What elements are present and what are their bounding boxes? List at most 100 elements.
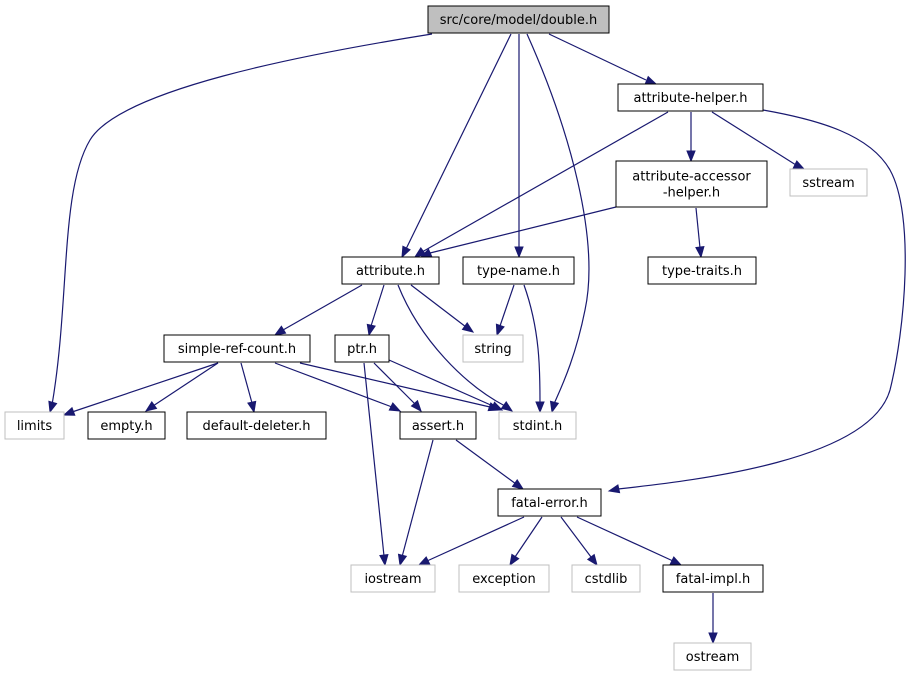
node-box	[186, 411, 327, 440]
edge-line	[523, 284, 541, 404]
edge-arrowhead	[514, 246, 524, 259]
node-box	[163, 334, 311, 363]
node-label: empty.h	[100, 419, 152, 434]
node-double[interactable]: src/core/model/double.h	[427, 5, 610, 34]
node-stdint: stdint.h	[498, 411, 577, 440]
edge-line	[560, 516, 592, 558]
nodes-layer: src/core/model/double.h attribute-helper.…	[4, 5, 868, 671]
node-box	[571, 564, 641, 593]
node-assert[interactable]: assert.h	[399, 411, 477, 440]
edge-arrowhead	[511, 479, 525, 490]
edge-arrowhead	[669, 556, 683, 566]
edge-arrowhead	[247, 400, 257, 414]
node-ptr[interactable]: ptr.h	[334, 334, 390, 363]
edge-double-to-type_name	[514, 34, 524, 259]
edge-line	[152, 362, 219, 407]
edge-arrowhead	[644, 75, 658, 85]
edge-simple_ref-to-assert	[274, 362, 402, 412]
node-label: attribute-helper.h	[633, 91, 747, 106]
edge-line	[299, 362, 491, 408]
node-label: stdint.h	[513, 419, 562, 434]
edge-line	[711, 111, 797, 166]
node-sstream: sstream	[789, 168, 868, 197]
node-cstdlib: cstdlib	[571, 564, 641, 593]
edge-arrowhead	[366, 323, 376, 337]
edge-arrowhead	[461, 322, 475, 333]
edge-type_name-to-string	[495, 284, 515, 337]
edge-attribute-to-ptr	[366, 284, 385, 337]
edge-line	[388, 359, 494, 407]
node-label: fatal-impl.h	[676, 572, 750, 587]
edge-line	[429, 206, 617, 254]
edge-attribute-to-string	[410, 284, 475, 333]
node-simple-ref[interactable]: simple-ref-count.h	[163, 334, 311, 363]
edge-arrowhead	[417, 556, 431, 566]
edge-fatal_error-to-exception	[509, 516, 543, 567]
edge-line	[363, 362, 385, 557]
node-box	[341, 256, 440, 285]
edge-arrowhead	[397, 553, 408, 567]
node-ostream: ostream	[673, 642, 752, 671]
node-box	[789, 168, 868, 197]
edge-line	[397, 284, 506, 407]
node-box	[615, 160, 768, 208]
node-attribute[interactable]: attribute.h	[341, 256, 440, 285]
node-string: string	[462, 334, 524, 363]
node-attr-helper[interactable]: attribute-helper.h	[617, 83, 764, 112]
node-label: ostream	[686, 650, 740, 665]
edge-attribute-to-simple_ref	[273, 284, 363, 336]
edge-arrowhead	[144, 401, 158, 412]
node-box	[462, 256, 575, 285]
node-box	[498, 411, 577, 440]
edge-line	[282, 284, 363, 331]
node-box	[617, 83, 764, 112]
edges-layer	[48, 33, 906, 645]
edge-line	[576, 516, 674, 562]
edge-line	[514, 516, 543, 558]
edge-simple_ref-to-empty	[144, 362, 219, 412]
edge-arrowhead	[792, 160, 806, 170]
edge-arrowhead	[410, 399, 422, 413]
node-label: fatal-error.h	[511, 496, 588, 511]
node-box	[662, 564, 764, 593]
node-default-del[interactable]: default-deleter.h	[186, 411, 327, 440]
node-label: sstream	[802, 176, 854, 191]
edge-simple_ref-to-default_del	[240, 362, 257, 414]
node-box	[673, 642, 752, 671]
node-attr-acc[interactable]: attribute-accessor-helper.h	[615, 160, 768, 208]
edge-arrowhead	[695, 246, 705, 259]
node-box	[458, 564, 550, 593]
edge-double-to-attr_helper	[548, 33, 658, 85]
node-type-name[interactable]: type-name.h	[462, 256, 575, 285]
edge-arrowhead	[62, 406, 76, 416]
edge-line	[455, 439, 517, 485]
edge-arrowhead	[490, 401, 504, 411]
node-label: assert.h	[412, 419, 464, 434]
node-box	[462, 334, 524, 363]
node-box	[4, 411, 65, 440]
edge-fatal_impl-to-ostream	[708, 593, 718, 645]
node-box	[427, 5, 610, 34]
edge-ptr-to-stdint	[388, 359, 504, 411]
edge-ptr-to-assert	[373, 362, 422, 413]
edge-line	[526, 33, 590, 405]
node-limits: limits	[4, 411, 65, 440]
node-fatal-impl[interactable]: fatal-impl.h	[662, 564, 764, 593]
edge-arrowhead	[586, 553, 598, 567]
node-label: simple-ref-count.h	[178, 342, 296, 357]
edge-ptr-to-iostream	[363, 362, 389, 567]
edge-simple_ref-to-limits	[62, 362, 219, 416]
edge-attr_helper-to-fatal_error	[607, 109, 906, 494]
node-empty[interactable]: empty.h	[87, 411, 166, 440]
edge-double-to-stdint	[526, 33, 590, 414]
edge-arrowhead	[535, 401, 545, 414]
node-label: ptr.h	[347, 342, 377, 357]
node-fatal-error[interactable]: fatal-error.h	[497, 488, 602, 517]
edge-line	[401, 439, 434, 558]
edge-attr_helper-to-attr_acc	[686, 112, 696, 163]
edge-line	[240, 362, 253, 404]
edge-line	[617, 109, 906, 490]
node-type-traits[interactable]: type-traits.h	[647, 256, 757, 285]
edge-arrowhead	[686, 150, 696, 163]
